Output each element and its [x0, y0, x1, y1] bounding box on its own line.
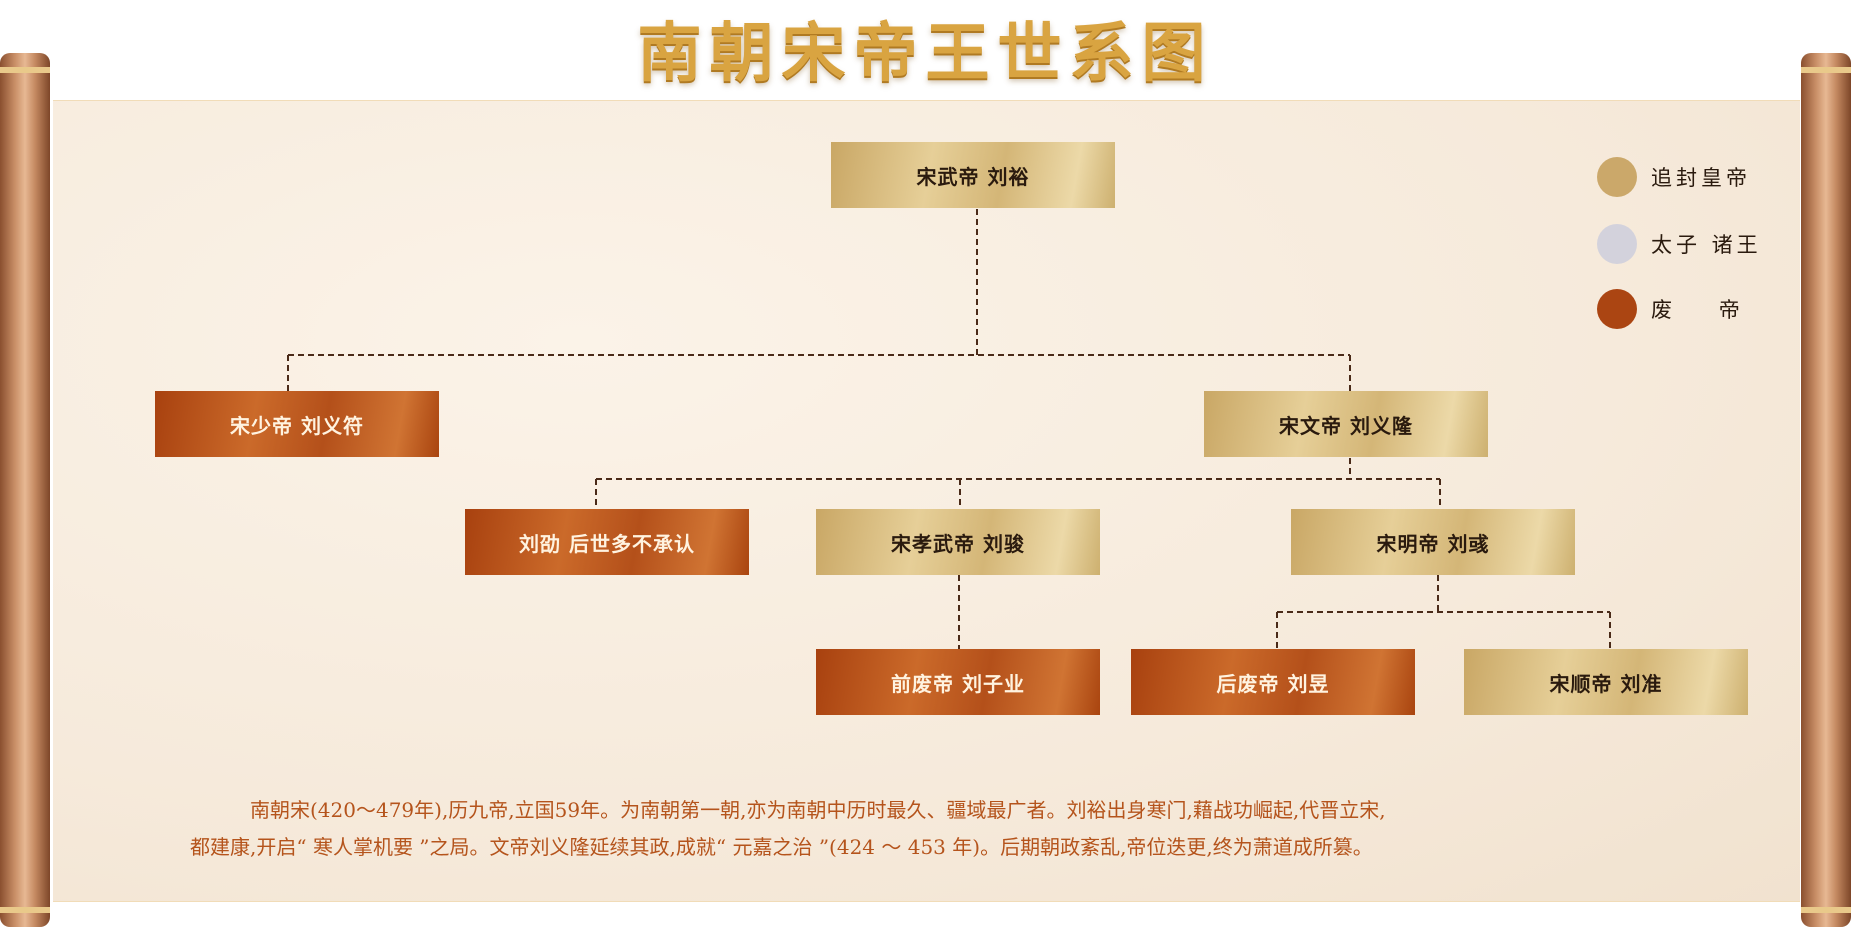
legend-label: 追封皇帝 — [1651, 166, 1751, 190]
description-line-2: 都建康,开启“ 寒人掌机要 ”之局。文帝刘义隆延续其政,成就“ 元嘉之治 ”(4… — [190, 835, 1373, 859]
node-song-shaodi: 宋少帝 刘义符 — [155, 391, 439, 457]
node-song-wudi: 宋武帝 刘裕 — [831, 142, 1115, 208]
node-song-mingdi: 宋明帝 刘彧 — [1291, 509, 1575, 575]
legend-item-princes: 太子 诸王 — [1597, 224, 1762, 264]
scroll-roller-left — [0, 53, 50, 927]
node-song-wendi: 宋文帝 刘义隆 — [1204, 391, 1488, 457]
node-hou-feidi: 后废帝 刘昱 — [1131, 649, 1415, 715]
node-song-shundi: 宋顺帝 刘准 — [1464, 649, 1748, 715]
connector-wudi — [287, 209, 1351, 391]
scroll-paper — [53, 100, 1800, 902]
legend-dot-red — [1597, 289, 1637, 329]
connector-mingdi — [1276, 575, 1611, 649]
connector-wendi — [595, 458, 1441, 509]
page-title: 南朝宋帝王世系图 — [637, 16, 1214, 91]
legend-label: 太子 诸王 — [1651, 233, 1762, 257]
legend-item-posthumous: 追封皇帝 — [1597, 157, 1755, 197]
node-qian-feidi: 前废帝 刘子业 — [816, 649, 1100, 715]
legend-label: 废 帝 — [1651, 298, 1744, 322]
description-line-1: 南朝宋(420～479年),历九帝,立国59年。为南朝第一朝,亦为南朝中历时最久… — [250, 798, 1386, 822]
legend-dot-silver — [1597, 224, 1637, 264]
node-liu-shao: 刘劭 后世多不承认 — [465, 509, 749, 575]
legend-dot-gold — [1597, 157, 1637, 197]
scroll-roller-right — [1801, 53, 1851, 927]
description: 南朝宋(420～479年),历九帝,立国59年。为南朝第一朝,亦为南朝中历时最久… — [190, 792, 1640, 866]
node-song-xiaowudi: 宋孝武帝 刘骏 — [816, 509, 1100, 575]
legend-item-deposed: 废 帝 — [1597, 289, 1755, 329]
